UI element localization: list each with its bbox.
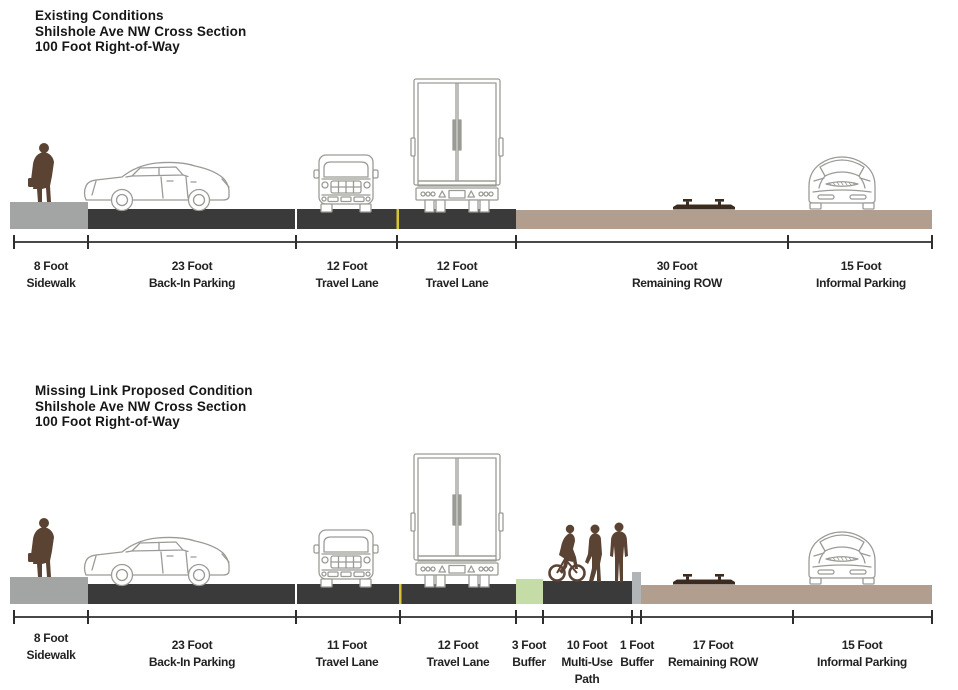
remaining-row-strip: [641, 585, 932, 604]
existing-conditions-section: Existing Conditions Shilshole Ave NW Cro…: [0, 0, 958, 305]
title-line-3: 100 Foot Right-of-Way: [35, 39, 180, 54]
title-line-3: 100 Foot Right-of-Way: [35, 414, 180, 429]
roadway-strip: [88, 584, 516, 604]
buffer-strip-green: [516, 579, 543, 604]
title-line-1: Existing Conditions: [35, 8, 164, 23]
center-line-yellow: [399, 584, 402, 604]
center-line-yellow: [396, 209, 399, 229]
title-line-2: Shilshole Ave NW Cross Section: [35, 398, 247, 414]
title-line-1: Missing Link Proposed Condition: [35, 383, 253, 398]
lane-divider-white: [295, 209, 297, 229]
title-line-2: Shilshole Ave NW Cross Section: [35, 23, 247, 39]
multi-use-path-strip: [543, 581, 632, 604]
roadway-strip: [88, 209, 516, 229]
sidewalk-strip: [10, 577, 88, 604]
existing-graphic: [10, 78, 933, 249]
buffer-post: [632, 572, 641, 604]
dimension-ticks: [13, 235, 933, 249]
proposed-graphic: [10, 453, 933, 624]
dimension-ticks: [13, 610, 933, 624]
lane-divider-white: [295, 584, 297, 604]
sidewalk-strip: [10, 202, 88, 229]
remaining-row-strip: [516, 210, 932, 229]
proposed-condition-section: Missing Link Proposed Condition Shilshol…: [0, 375, 958, 690]
proposed-title: Missing Link Proposed Condition Shilshol…: [35, 383, 253, 430]
existing-title: Existing Conditions Shilshole Ave NW Cro…: [35, 8, 246, 55]
